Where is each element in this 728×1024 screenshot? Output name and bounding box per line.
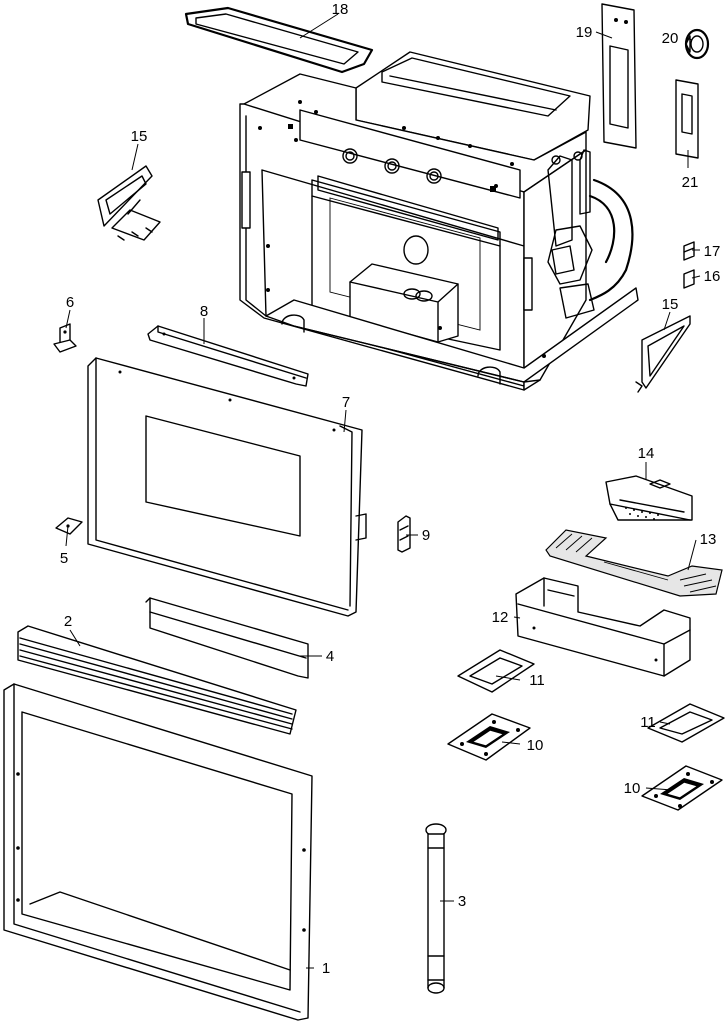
- callout-4: 4: [326, 648, 334, 665]
- part-9-switch: [397, 515, 411, 553]
- callout-6: 6: [66, 294, 74, 311]
- part-4-lower-trim: [145, 597, 309, 679]
- callout-5: 5: [60, 550, 68, 567]
- part-16-clip: [683, 269, 695, 289]
- callout-19: 19: [576, 24, 593, 41]
- part-17-clip: [683, 241, 695, 261]
- callout-15-lower: 15: [662, 296, 679, 313]
- callout-11-right: 11: [640, 714, 656, 731]
- part-10-plate-right: [641, 765, 723, 811]
- part-2-louver: [17, 625, 297, 735]
- part-7-glass-door: [87, 357, 367, 617]
- callout-21: 21: [682, 174, 699, 191]
- part-10-plate-left: [447, 713, 531, 761]
- part-21-plate: [675, 79, 699, 159]
- part-14-basket: [605, 475, 693, 521]
- part-5-bracket: [55, 517, 83, 535]
- callout-3: 3: [458, 893, 466, 910]
- callout-1: 1: [322, 960, 330, 977]
- part-11-gasket-left: [457, 649, 535, 693]
- callout-13: 13: [700, 531, 717, 548]
- leader-lines: [65, 13, 701, 969]
- part-13-grille: [545, 529, 723, 597]
- callout-16: 16: [704, 268, 721, 285]
- part-19-vent-panel: [601, 3, 637, 149]
- part-15-bracket-lower: [635, 315, 691, 393]
- callout-7: 7: [342, 394, 350, 411]
- callout-11-left: 11: [529, 672, 545, 689]
- part-12-tray: [515, 577, 691, 677]
- callout-10-right: 10: [624, 780, 641, 797]
- callout-8: 8: [200, 303, 208, 320]
- callout-labels: 18 19 20 21 15 17 16 15 6 8 7 14 9 13 5 …: [60, 1, 721, 977]
- callout-15-upper: 15: [131, 128, 148, 145]
- part-18-top-gasket: [184, 6, 374, 74]
- callout-9: 9: [422, 527, 430, 544]
- callout-18: 18: [332, 1, 349, 18]
- callout-12: 12: [492, 609, 509, 626]
- callout-2: 2: [64, 613, 72, 630]
- callout-17: 17: [704, 243, 721, 260]
- part-6-hinge: [53, 323, 77, 353]
- part-15-bracket-upper: [97, 165, 161, 241]
- callout-20: 20: [662, 30, 679, 47]
- callout-14: 14: [638, 445, 655, 462]
- part-8-rail: [147, 325, 309, 387]
- main-firebox-body: [239, 51, 639, 391]
- part-11-gasket-right: [647, 703, 725, 743]
- part-1-front-frame: [3, 683, 313, 1021]
- callout-10-left: 10: [527, 737, 544, 754]
- part-3-leg: [425, 823, 447, 994]
- part-20-ring: [684, 28, 710, 60]
